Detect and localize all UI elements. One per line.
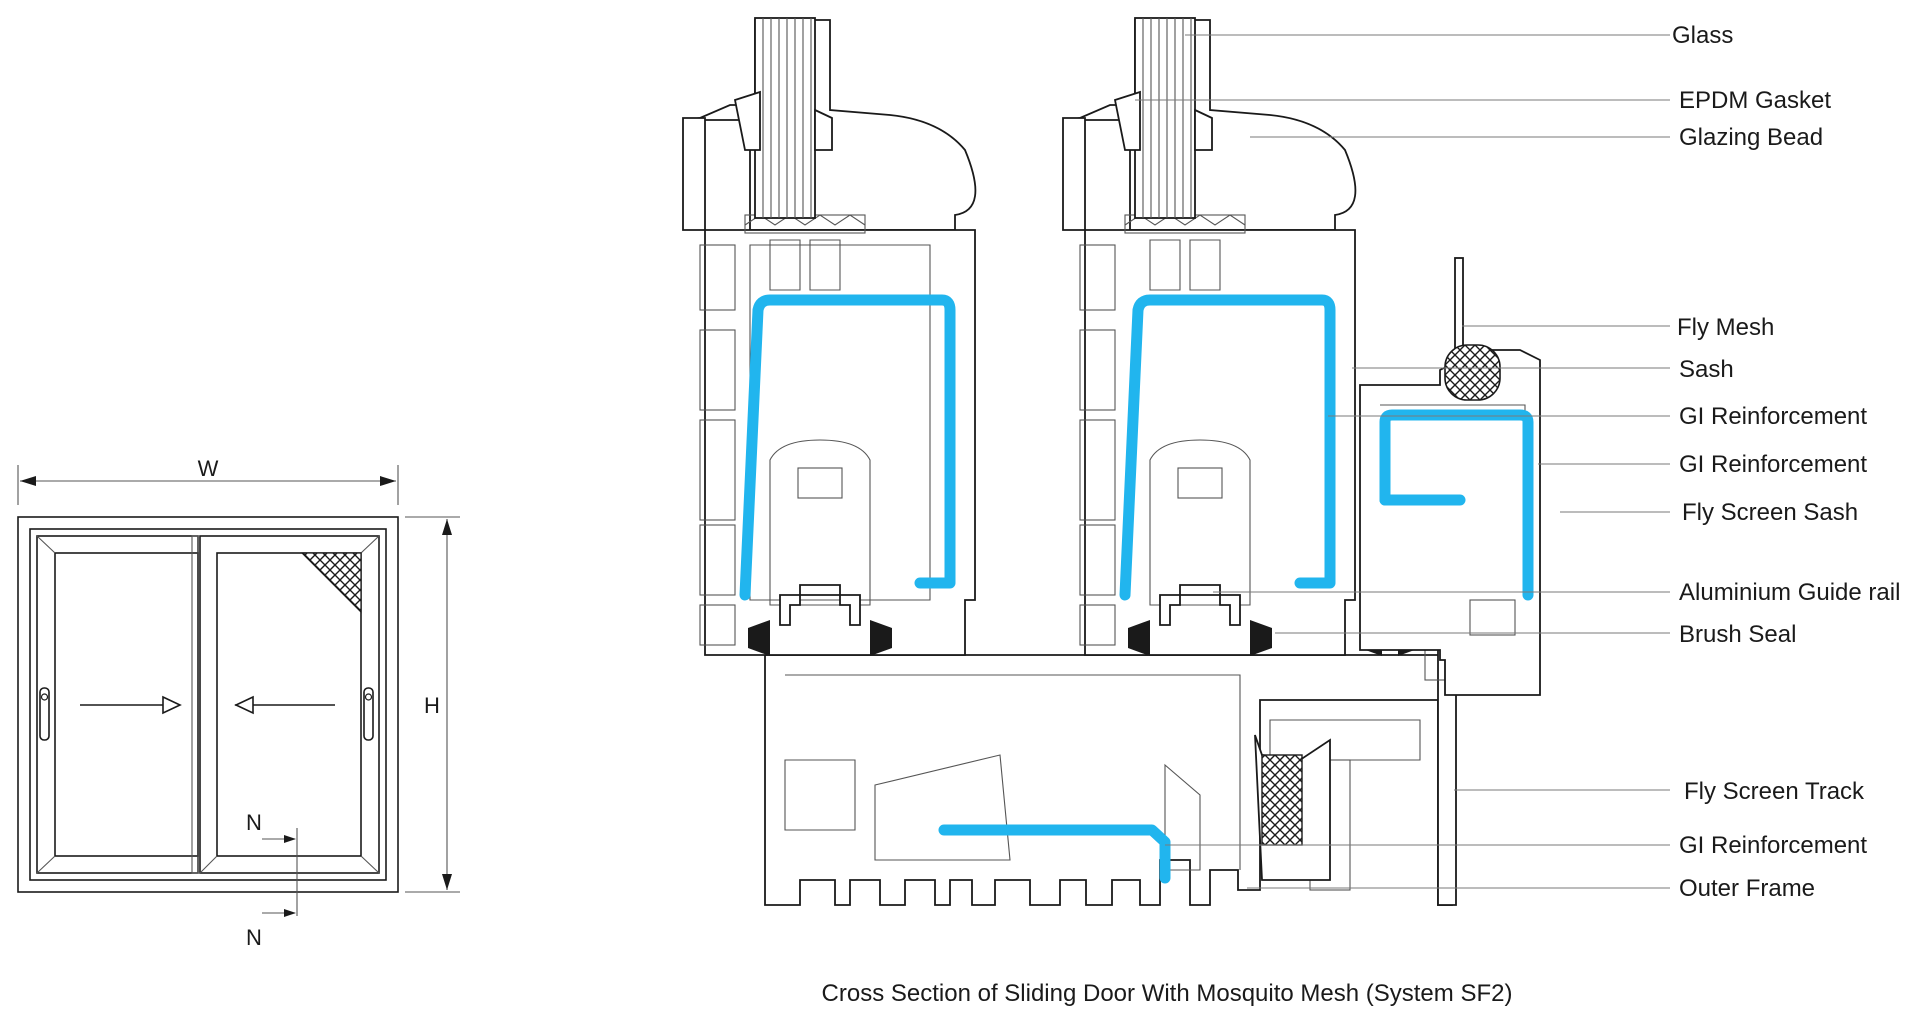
door-elevation: W H [17, 456, 460, 950]
height-label: H [424, 693, 440, 718]
right-sash-profile [1062, 19, 1357, 656]
mesh-spline-icon [1444, 344, 1501, 401]
left-glass [754, 17, 816, 219]
elevation-outer-frame [17, 516, 399, 893]
elevation-left-sash [36, 535, 199, 874]
label-outer-frame: Outer Frame [1679, 875, 1815, 902]
epdm-gaskets [733, 90, 1213, 151]
section-mark-bottom: N [246, 925, 262, 950]
fly-screen-sash-profile [1359, 257, 1541, 696]
label-glazing-bead: Glazing Bead [1679, 124, 1823, 151]
left-sash-profile [682, 19, 977, 656]
label-brush-seal: Brush Seal [1679, 621, 1796, 648]
section-mark-top: N [246, 810, 262, 835]
callout-labels: Glass EPDM Gasket Glazing Bead Fly Mesh … [1672, 22, 1900, 902]
outer-frame-profile [764, 654, 1453, 906]
label-gi-reinforcement-2: GI Reinforcement [1679, 451, 1867, 478]
height-dimension: H [405, 516, 460, 893]
label-sash: Sash [1679, 356, 1734, 383]
section-mark: N N [246, 810, 298, 950]
label-gi-reinforcement-1: GI Reinforcement [1679, 403, 1867, 430]
label-fly-screen-track: Fly Screen Track [1684, 778, 1865, 805]
left-handle-icon [39, 687, 50, 741]
label-aluminium-guide-rail: Aluminium Guide rail [1679, 579, 1900, 606]
elevation-right-sash [199, 535, 380, 874]
label-epdm-gasket: EPDM Gasket [1679, 87, 1831, 114]
label-fly-screen-sash: Fly Screen Sash [1682, 499, 1858, 526]
leader-lines [1135, 34, 1670, 889]
right-handle-icon [363, 687, 374, 741]
label-fly-mesh: Fly Mesh [1677, 314, 1774, 341]
right-glass [1134, 17, 1196, 219]
label-glass: Glass [1672, 22, 1733, 49]
mesh-corner-icon [300, 552, 362, 614]
caption: Cross Section of Sliding Door With Mosqu… [822, 980, 1513, 1007]
width-dimension: W [17, 456, 399, 505]
width-label: W [198, 456, 219, 481]
label-gi-reinforcement-3: GI Reinforcement [1679, 832, 1867, 859]
cross-section: Glass EPDM Gasket Glazing Bead Fly Mesh … [682, 17, 1900, 1007]
fly-screen-track-profile [1254, 634, 1457, 906]
